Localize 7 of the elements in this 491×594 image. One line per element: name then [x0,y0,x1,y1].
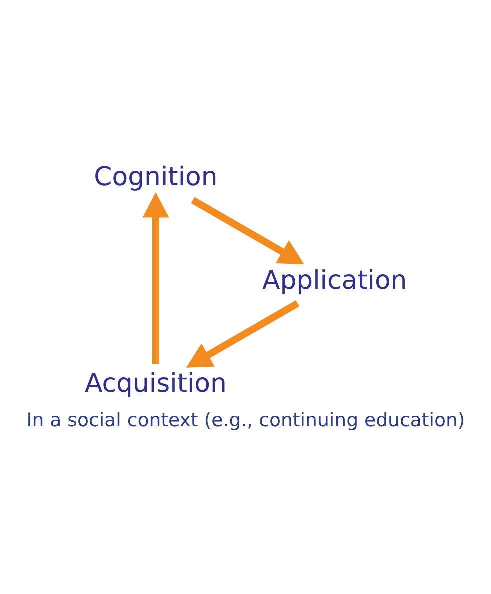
node-text: Application [262,265,407,296]
caption: In a social context (e.g., continuing education) [26,410,465,431]
arrow [186,300,300,368]
arrow [190,196,304,264]
node-text: Cognition [94,162,218,192]
arrow [142,192,169,364]
node-text: Acquisition [84,368,226,399]
